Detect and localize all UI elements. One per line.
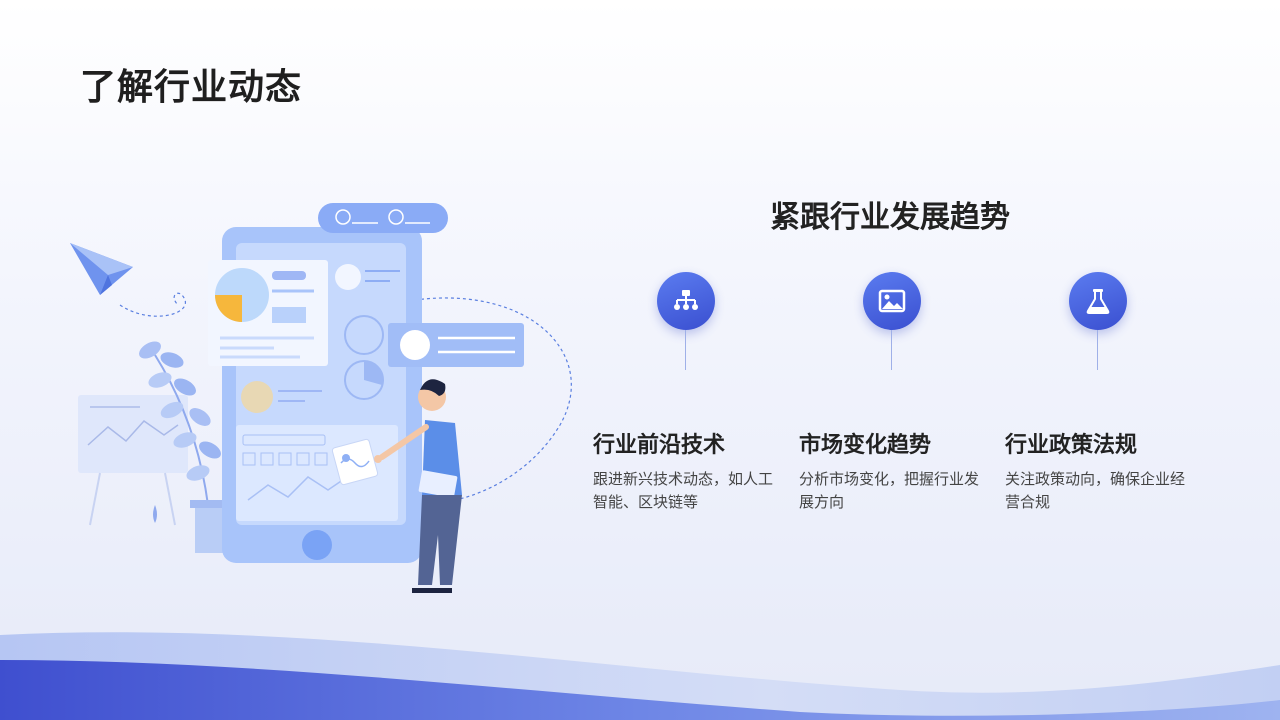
hero-illustration — [70, 203, 572, 593]
flask-icon — [1069, 272, 1127, 330]
plant-icon — [139, 341, 230, 553]
stem-line — [1097, 330, 1098, 370]
feature-desc: 分析市场变化，把握行业发展方向 — [799, 470, 980, 511]
phone-mockup — [208, 203, 524, 563]
feature-desc: 跟进新兴技术动态，如人工智能、区块链等 — [593, 470, 774, 511]
section-heading: 紧跟行业发展趋势 — [770, 200, 1010, 235]
chart-board — [78, 395, 188, 526]
org-chart-icon — [657, 272, 715, 330]
feature-title: 行业政策法规 — [1005, 433, 1138, 458]
image-icon — [863, 272, 921, 330]
person-figure — [331, 379, 462, 593]
slide-title: 了解行业动态 — [80, 67, 303, 108]
paper-plane-icon — [70, 243, 133, 295]
bottom-wave — [0, 632, 1280, 720]
feature-title: 市场变化趋势 — [799, 433, 932, 458]
feature-title: 行业前沿技术 — [593, 433, 726, 458]
stem-line — [891, 330, 892, 370]
feature-desc: 关注政策动向，确保企业经营合规 — [1005, 470, 1186, 511]
stem-line — [685, 330, 686, 370]
